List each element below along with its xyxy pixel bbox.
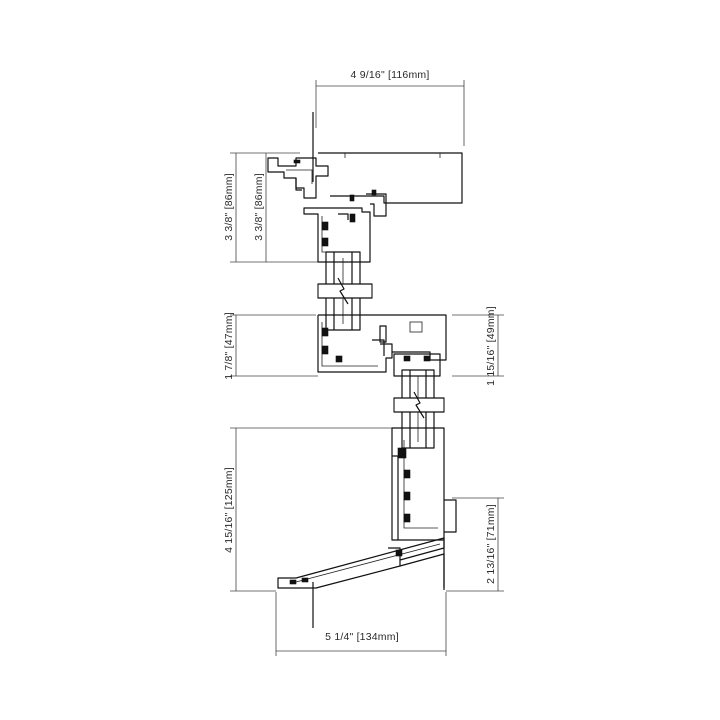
dim-sill-height: 4 15/16" [125mm] — [223, 467, 235, 553]
head-frame — [267, 112, 463, 263]
dim-bottom-width: 5 1/4" [134mm] — [325, 631, 399, 643]
sill-frame — [277, 537, 445, 628]
dim-meeting-rail-right: 1 15/16" [49mm] — [485, 306, 497, 386]
dim-top-width: 4 9/16" [116mm] — [351, 69, 430, 81]
meeting-rail — [317, 314, 447, 377]
lower-sash — [391, 427, 457, 541]
dim-head-outer: 3 3/8" [86mm] — [223, 173, 235, 241]
dim-meeting-rail-left: 1 7/8" [47mm] — [223, 312, 235, 380]
dim-head-inner: 3 3/8" [86mm] — [253, 173, 265, 241]
lower-glazing — [393, 369, 445, 449]
upper-glazing — [317, 251, 373, 331]
dim-sill-right: 2 13/16" [71mm] — [485, 504, 497, 584]
dimension-lines — [230, 80, 504, 656]
